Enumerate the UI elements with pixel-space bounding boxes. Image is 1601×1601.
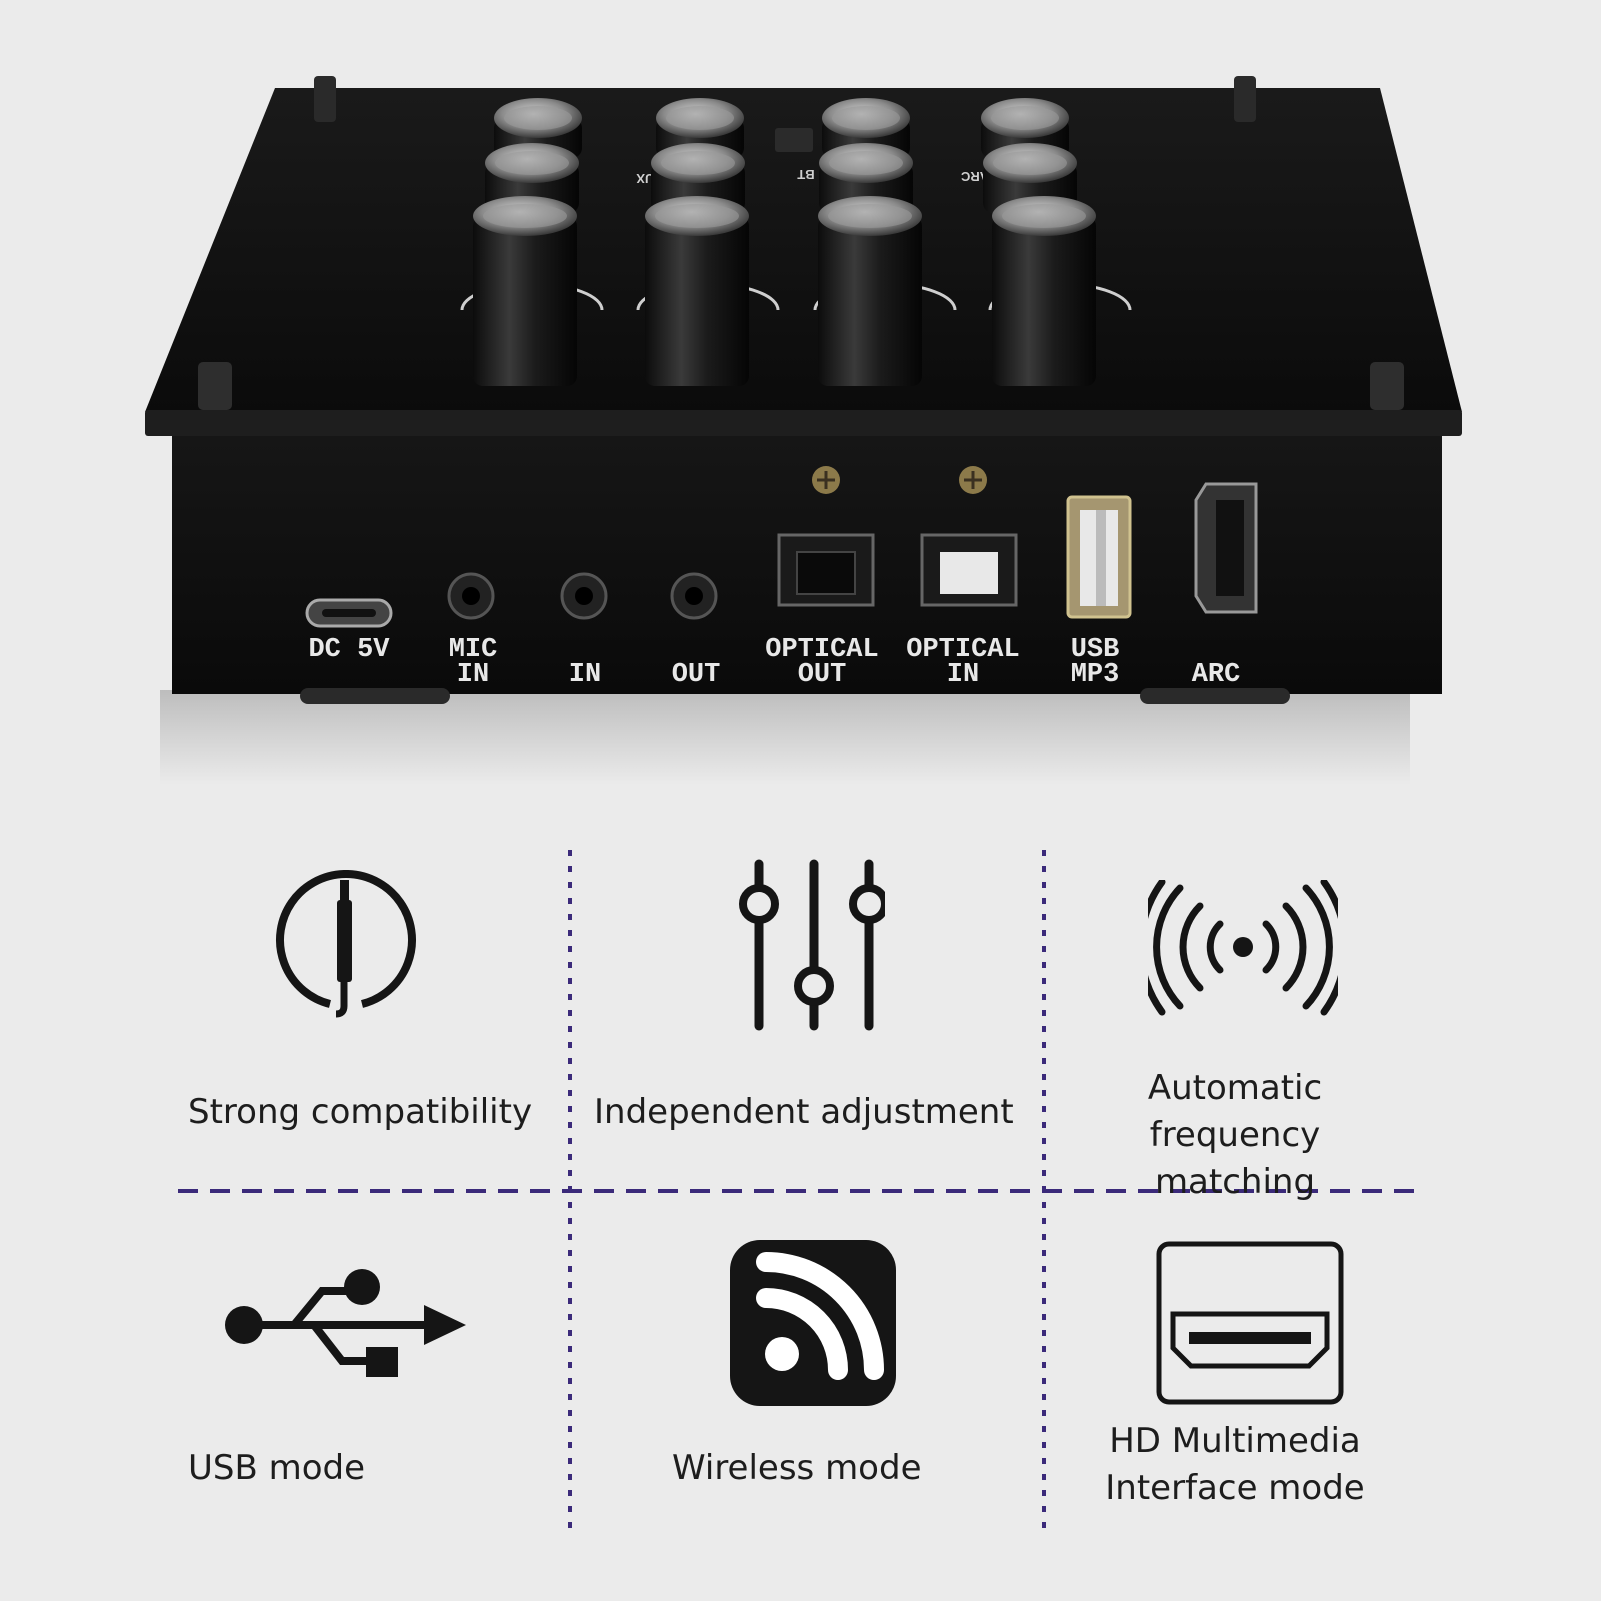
feature-label-3: Automatic frequency matching [1147,1068,1323,1202]
port-label-optical-out-bottom: OUT [798,660,847,690]
port-label-in-bottom: IN [569,660,601,690]
reflection [160,690,1410,785]
screws [812,466,987,494]
mode-switch [775,128,813,152]
feature-label-1: Strong compatibility [188,1092,533,1132]
knobs [473,98,1096,386]
plate-edge [145,410,1462,436]
port-label-usb-mp3-bottom: MP3 [1071,660,1120,690]
hdmi-port [1194,482,1258,614]
hdmi-port-icon [1155,1240,1345,1406]
usb-icon [222,1265,470,1381]
grid-dividers [178,850,1422,1535]
wireless-signal-icon [1137,878,1349,1020]
feature-label-5: Wireless mode [672,1448,922,1488]
knob [818,196,922,386]
port-label-dc-top: DC 5V [308,635,390,665]
feature-label-2: Independent adjustment [594,1092,1014,1132]
feature-label-4: USB mode [188,1448,366,1488]
port-label-optical-out-top: OPTICAL [765,635,878,665]
port-label-arc-bottom: ARC [1192,660,1241,690]
port-label-optical-in-bottom: IN [947,660,979,690]
port-label-out-bottom: OUT [672,660,721,690]
optical-out-port [777,533,875,607]
port-label-mic-in-top: MIC [449,635,498,665]
top-label: BT [797,167,814,182]
corner-posts [198,76,1404,410]
knob [645,196,749,386]
port-label-mic-in-bottom: IN [457,660,489,690]
foot-right [1140,688,1290,704]
audio-cable-icon [272,870,420,1018]
port-label-optical-in-top: OPTICAL [906,635,1019,665]
feature-label-6: HD Multimedia Interface mode [1105,1421,1365,1508]
usb-a-port [1066,495,1132,619]
top-label: ARC [960,169,989,184]
knob [473,196,577,386]
foot-left [300,688,450,704]
knob [992,196,1096,386]
rss-wireless-icon [730,1240,896,1406]
jack-ports [447,572,718,620]
optical-in-port [920,533,1018,607]
equalizer-sliders-icon [735,858,889,1034]
feature-grid: Strong compatibility Independent adjustm… [0,800,1601,1601]
usb-c-port [305,598,393,628]
product-image: MIC1-TREBLEMIC1-MIDMIC1-BASSMIC1-VOLAUXB… [145,76,1462,785]
port-label-usb-mp3-top: USB [1071,635,1120,665]
